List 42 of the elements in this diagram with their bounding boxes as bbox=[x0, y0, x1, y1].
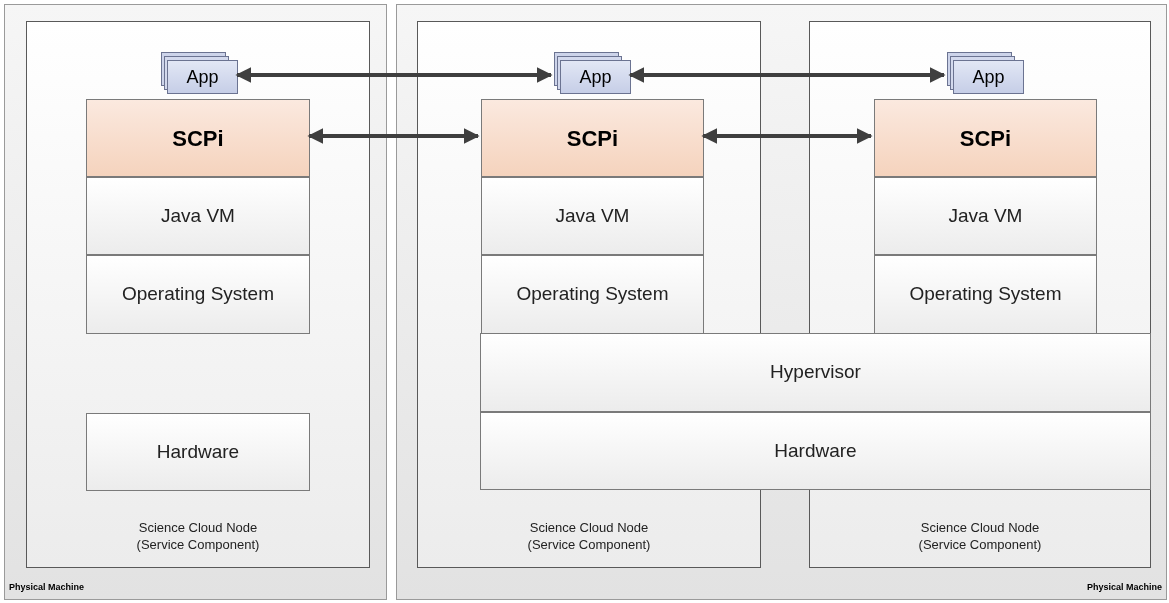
layer-box bbox=[480, 412, 1151, 490]
double-arrow bbox=[701, 128, 873, 144]
component-label: SCPi bbox=[566, 124, 619, 153]
double-arrow bbox=[628, 67, 946, 83]
layer-label: Java VM bbox=[948, 203, 1023, 228]
app-card-stack bbox=[947, 52, 1024, 94]
layer-label: Java VM bbox=[161, 203, 235, 228]
machine-label: Physical Machine bbox=[9, 582, 85, 592]
node-caption: Science Cloud Node (Service Component) bbox=[135, 519, 261, 553]
machine-label: Physical Machine bbox=[1086, 582, 1162, 592]
machine-panel bbox=[396, 4, 1167, 600]
app-label: App bbox=[186, 65, 219, 89]
layer-label: Java VM bbox=[555, 203, 630, 228]
node-caption: Science Cloud Node (Service Component) bbox=[917, 519, 1043, 553]
layer-box bbox=[874, 255, 1097, 334]
component-box bbox=[874, 99, 1097, 177]
layer-box bbox=[86, 177, 310, 255]
layer-box bbox=[86, 255, 310, 334]
double-arrow bbox=[307, 128, 480, 144]
layer-box bbox=[480, 333, 1151, 412]
node-caption: Science Cloud Node (Service Component) bbox=[526, 519, 652, 553]
layer-label: Hardware bbox=[774, 438, 857, 463]
double-arrow bbox=[235, 67, 553, 83]
layer-label: Operating System bbox=[909, 282, 1062, 307]
node-panel bbox=[26, 21, 370, 568]
layer-box bbox=[481, 177, 704, 255]
component-box bbox=[86, 99, 310, 177]
layer-label: Hardware bbox=[156, 439, 240, 464]
layer-label: Operating System bbox=[121, 282, 275, 307]
app-card-stack bbox=[161, 52, 238, 94]
component-label: SCPi bbox=[172, 124, 224, 153]
layer-label: Operating System bbox=[516, 282, 669, 307]
layer-label: Hypervisor bbox=[770, 360, 861, 385]
component-box bbox=[481, 99, 704, 177]
layer-box bbox=[481, 255, 704, 334]
layer-box bbox=[874, 177, 1097, 255]
machine-panel bbox=[4, 4, 387, 600]
app-label: App bbox=[972, 65, 1005, 89]
component-label: SCPi bbox=[959, 124, 1012, 153]
layer-box bbox=[86, 413, 310, 491]
app-label: App bbox=[579, 65, 612, 89]
app-card-stack bbox=[554, 52, 631, 94]
